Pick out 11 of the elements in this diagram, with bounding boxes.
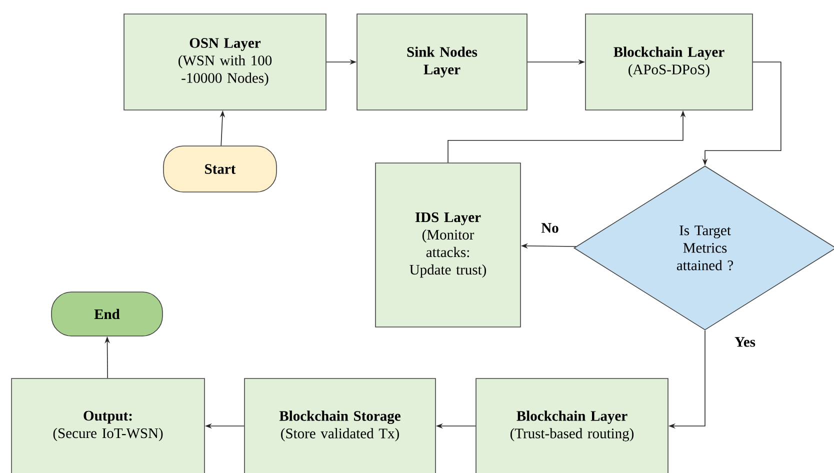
process-box: Sink Nodes Layer (356, 14, 528, 110)
edge-label: No (540, 222, 560, 234)
process-box: IDS Layer (Monitor attacks: Update trust) (375, 162, 521, 328)
process-box: OSN Layer (WSN with 100 -10000 Nodes) (124, 14, 326, 110)
edge-label: Yes (734, 336, 756, 348)
process-box: Blockchain Storage (Store validated Tx) (244, 378, 436, 473)
start-terminal: Start (163, 146, 277, 192)
process-box: Output: (Secure IoT-WSN) (11, 378, 205, 473)
process-box: Blockchain Layer (APoS-DPoS) (585, 14, 753, 110)
end-terminal: End (51, 292, 163, 336)
process-box: Blockchain Layer (Trust-based routing) (476, 378, 668, 473)
